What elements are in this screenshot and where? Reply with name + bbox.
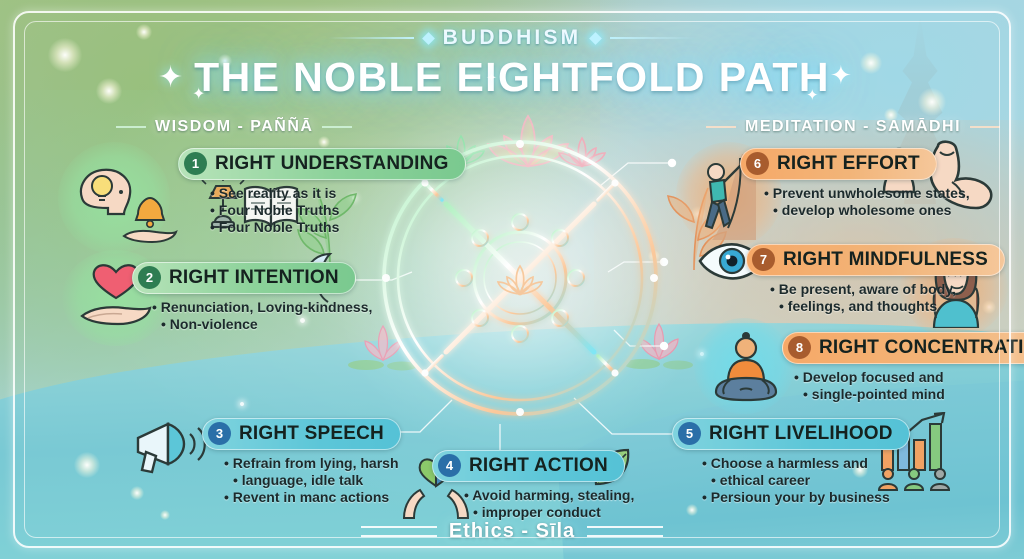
item-1-bullet-3: Four Noble Truths [210,219,466,236]
item-5-bullet-2: ethical career [702,472,910,489]
item-3-bullet-1: Refrain from lying, harsh [224,455,401,472]
item-5-bullet-3: Persioun your by business [702,489,910,506]
item-1-bullets: See reality as it is Four Noble Truths F… [210,185,466,236]
item-card-5[interactable]: 5 RIGHT LIVELIHOOD Choose a harmless and… [672,418,910,506]
item-8-number: 8 [788,336,811,359]
item-5-number: 5 [678,422,701,445]
item-3-bullet-2: language, idle talk [224,472,401,489]
meditating-buddha-icon [706,328,786,409]
section-rule-left [116,126,146,128]
section-rule-right [970,126,1001,128]
section-header-wisdom: WISDOM - PAÑÑĀ [116,118,353,136]
item-4-bullet-2: improper conduct [464,504,634,521]
item-6-pill[interactable]: 6 RIGHT EFFORT [740,148,937,180]
item-1-pill[interactable]: 1 RIGHT UNDERSTANDING [178,148,466,180]
item-card-3[interactable]: 3 RIGHT SPEECH Refrain from lying, harsh… [202,418,401,506]
item-4-bullet-1: Avoid harming, stealing, [464,487,634,504]
item-card-2[interactable]: 2 RIGHT INTENTION Renunciation, Loving-k… [132,262,372,333]
item-2-title: RIGHT INTENTION [169,266,339,288]
item-2-bullet-1: Renunciation, Loving-kindness, [152,299,373,316]
item-card-8[interactable]: 8 RIGHT CONCENTRATION Develop focused an… [782,332,1024,403]
megaphone-icon [128,412,212,487]
item-2-bullet-2: Non-violence [152,316,372,333]
section-label-wisdom: WISDOM - PAÑÑĀ [155,118,314,135]
item-3-bullets: Refrain from lying, harsh language, idle… [224,455,401,506]
item-7-number: 7 [752,248,775,271]
section-header-ethics: Ethics - Sīla [0,520,1024,543]
diamond-icon-right [589,31,603,45]
item-4-bullets: Avoid harming, stealing, improper conduc… [464,487,634,521]
item-3-title: RIGHT SPEECH [239,422,384,444]
item-5-pill[interactable]: 5 RIGHT LIVELIHOOD [672,418,910,450]
sparkle-icon: ✦ [158,61,184,94]
item-8-title: RIGHT CONCENTRATION [819,336,1024,358]
section-label-ethics: Ethics - Sīla [448,520,576,542]
item-4-pill[interactable]: 4 RIGHT ACTION [432,450,625,482]
ethics-rule-right [587,526,664,537]
item-8-bullet-2: single-pointed mind [794,386,1024,403]
item-card-4[interactable]: 4 RIGHT ACTION Avoid harming, stealing, … [432,450,634,521]
item-5-bullet-1: Choose a harmless and [702,455,910,472]
item-2-number: 2 [138,266,161,289]
item-8-bullets: Develop focused and single-pointed mind [794,369,1024,403]
dharma-wheel-icon [330,88,710,468]
section-rule-right [322,126,353,128]
item-5-title: RIGHT LIVELIHOOD [709,422,893,444]
ethics-rule-left [360,526,437,537]
item-3-number: 3 [208,422,231,445]
item-7-pill[interactable]: 7 RIGHT MINDFULNESS [746,244,1006,276]
item-3-pill[interactable]: 3 RIGHT SPEECH [202,418,401,450]
item-1-bullet-2: Four Noble Truths [210,202,466,219]
section-header-meditation: MEDITATION - SAMĀDHI [706,118,1001,136]
item-1-bullet-1: See reality as it is [210,185,466,202]
title-rule-right [610,37,697,39]
item-card-7[interactable]: 7 RIGHT MINDFULNESS Be present, aware of… [746,244,1006,315]
item-4-number: 4 [438,454,461,477]
kicker-row: BUDDHISM [0,26,1024,50]
item-6-title: RIGHT EFFORT [777,152,920,174]
item-5-bullets: Choose a harmless and ethical career Per… [702,455,910,506]
item-7-title: RIGHT MINDFULNESS [783,248,989,270]
item-7-bullets: Be present, aware of body, feelings, and… [770,281,1005,315]
item-2-pill[interactable]: 2 RIGHT INTENTION [132,262,356,294]
title-rule-left [327,37,414,39]
item-8-pill[interactable]: 8 RIGHT CONCENTRATION [782,332,1024,364]
section-rule-left [706,126,736,128]
item-4-title: RIGHT ACTION [469,454,608,476]
item-8-bullet-1: Develop focused and [794,369,1024,386]
sparkle-icon: ✦ [486,70,497,85]
item-7-bullet-2: feelings, and thoughts [770,298,1005,315]
item-2-bullets: Renunciation, Loving-kindness, Non-viole… [152,299,373,333]
sparkle-icon: ✦ [192,86,206,103]
kicker-label: BUDDHISM [442,26,582,49]
item-6-bullets: Prevent unwholesome states, develop whol… [764,185,970,219]
sparkle-icon: ✦ [806,87,819,104]
item-card-6[interactable]: 6 RIGHT EFFORT Prevent unwholesome state… [740,148,970,219]
item-1-number: 1 [184,152,207,175]
item-7-bullet-1: Be present, aware of body, [770,281,1005,298]
diamond-icon-left [421,31,435,45]
item-6-bullet-2: develop wholesome ones [764,202,970,219]
item-6-bullet-1: Prevent unwholesome states, [764,185,970,202]
title-block: BUDDHISM THE NOBLE EIGHTFOLD PATH ✦ ✦ ✦ … [0,26,1024,104]
section-label-meditation: MEDITATION - SAMĀDHI [745,118,962,135]
item-1-title: RIGHT UNDERSTANDING [215,152,449,174]
page-title: THE NOBLE EIGHTFOLD PATH [194,54,830,100]
head-lightbulb-icon [72,160,144,227]
lotus-icon-wheel-core [496,264,544,296]
sparkle [240,402,244,406]
item-3-bullet-3: Revent in manc actions [224,489,401,506]
item-card-1[interactable]: 1 RIGHT UNDERSTANDING See reality as it … [178,148,466,236]
sparkle-icon: ✦ [830,60,852,90]
item-6-number: 6 [746,152,769,175]
offering-hand-bell-icon [118,192,182,249]
